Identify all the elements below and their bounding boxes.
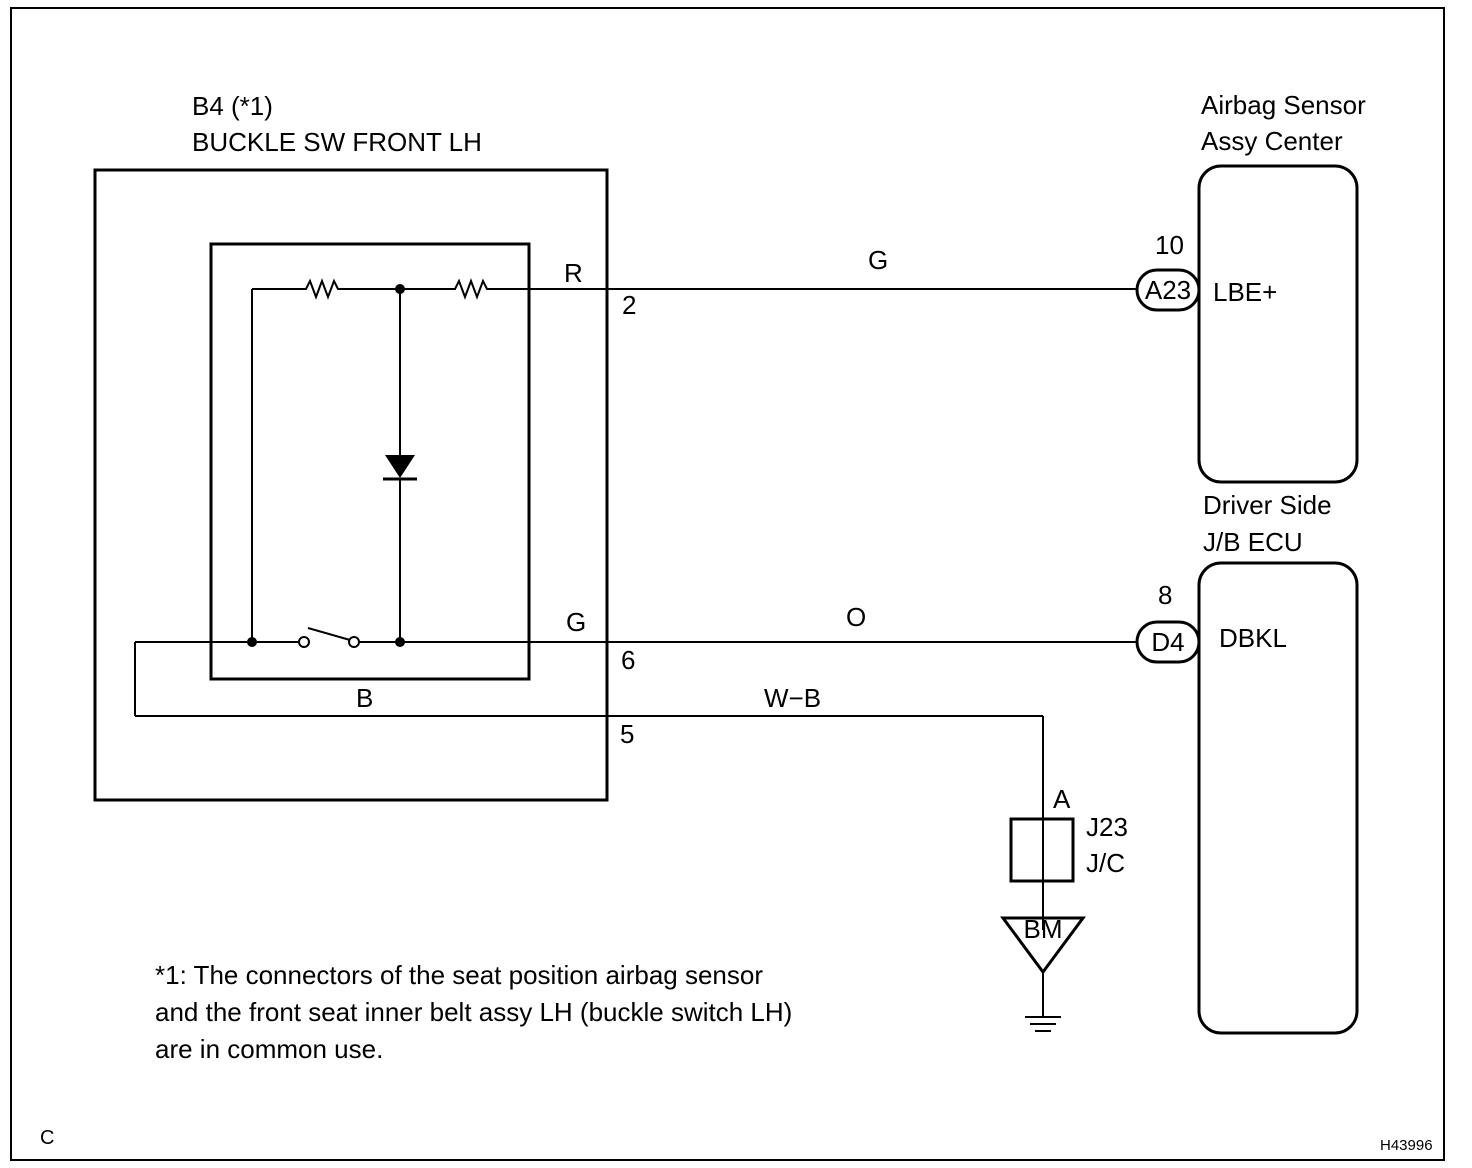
connector-d4-label: D4 [1151, 627, 1184, 657]
jb-ecu-name-2: J/B ECU [1203, 527, 1303, 557]
diode-icon [385, 455, 415, 478]
connector-a23-icon [1135, 268, 1201, 312]
junction-pin-label: A [1053, 784, 1071, 814]
pin-6-label: 6 [621, 645, 635, 675]
inner-wire-top-label: R [564, 258, 583, 288]
jb-ecu-name-1: Driver Side [1203, 490, 1332, 520]
resistor-1-icon [302, 278, 342, 300]
wire-top-color: G [868, 245, 888, 275]
inner-wire-bottom-label: B [356, 683, 373, 713]
junction-dot-right [395, 637, 405, 647]
buckle-switch-code: B4 (*1) [192, 91, 273, 121]
airbag-sensor-box [1197, 164, 1359, 484]
switch-contact-right [348, 636, 360, 648]
connector-a23-label: A23 [1145, 275, 1191, 305]
junction-dot-left [247, 637, 257, 647]
junction-name: J/C [1086, 848, 1125, 878]
inner-wire-mid-label: G [566, 607, 586, 637]
junction-connector-box [1009, 817, 1075, 883]
figure-id: H43996 [1380, 1137, 1433, 1154]
airbag-sensor-name-1: Airbag Sensor [1201, 90, 1366, 120]
ground-symbol-icon [1025, 1016, 1061, 1032]
airbag-sensor-terminal: LBE+ [1213, 277, 1277, 307]
jb-ecu-terminal: DBKL [1219, 623, 1287, 653]
airbag-sensor-pin: 10 [1155, 230, 1184, 260]
switch-contact-left [298, 636, 310, 648]
buckle-switch-inner-box [209, 242, 531, 681]
footnote-line-1: *1: The connectors of the seat position … [155, 960, 763, 990]
connector-d4-icon [1135, 620, 1201, 664]
corner-letter: C [40, 1127, 54, 1149]
airbag-sensor-name-2: Assy Center [1201, 126, 1343, 156]
buckle-switch-outer-box [93, 168, 609, 802]
ground-point-label: BM [1024, 914, 1063, 944]
switch-lever-icon [307, 627, 351, 641]
pin-5-label: 5 [620, 719, 634, 749]
outer-frame [10, 7, 1445, 1161]
jb-ecu-box [1197, 561, 1359, 1035]
buckle-switch-name: BUCKLE SW FRONT LH [192, 127, 482, 157]
wire-mid-color: O [846, 602, 866, 632]
footnote-line-3: are in common use. [155, 1034, 383, 1064]
junction-code: J23 [1086, 812, 1128, 842]
pin-2-label: 2 [622, 290, 636, 320]
buckle-switch-circuit [134, 278, 607, 717]
jb-ecu-pin: 8 [1158, 580, 1172, 610]
resistor-2-icon [451, 278, 491, 300]
footnote-line-2: and the front seat inner belt assy LH (b… [155, 997, 792, 1027]
wire-bottom-color: W−B [764, 683, 821, 713]
